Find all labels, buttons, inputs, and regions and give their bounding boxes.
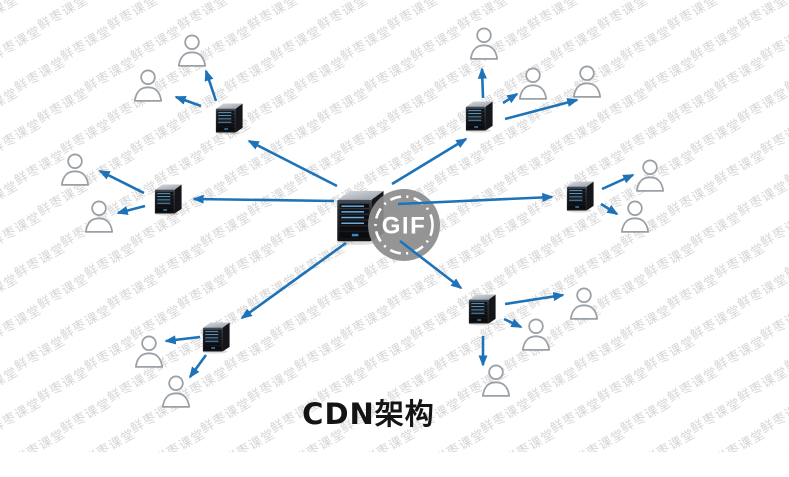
arrow-layer <box>98 67 635 379</box>
gif-badge-ring <box>374 195 434 255</box>
arrow-edge-bottom-left-to-user-6 <box>188 354 208 379</box>
arrow-origin-to-edge-top-left <box>247 139 338 188</box>
user-icon <box>177 34 207 67</box>
edge-server-icon <box>465 101 493 133</box>
arrow-edge-top-left-to-user-2 <box>174 95 202 108</box>
arrow-edge-left-to-user-3 <box>98 169 145 195</box>
user-icon <box>134 335 164 368</box>
user-icon <box>469 27 499 60</box>
user-icon <box>521 318 551 351</box>
user-icon <box>60 153 90 186</box>
user-icon <box>133 69 163 102</box>
user-icon <box>635 159 665 192</box>
edge-server-icon <box>215 103 243 135</box>
arrow-edge-bottom-right-to-user-13 <box>503 317 523 329</box>
gif-badge-label: GIF <box>382 213 427 240</box>
arrow-edge-right-to-user-11 <box>600 202 619 216</box>
arrow-origin-to-edge-right <box>397 192 554 206</box>
arrow-edge-top-right-to-user-7 <box>477 67 487 99</box>
arrow-edge-top-right-to-user-9 <box>504 98 579 121</box>
arrow-origin-to-edge-top-right <box>391 137 468 186</box>
arrow-origin-to-edge-bottom-left <box>240 241 347 320</box>
user-icon <box>161 375 191 408</box>
arrow-edge-bottom-right-to-user-12 <box>504 291 565 306</box>
edge-server-icon <box>154 184 182 216</box>
arrow-edge-left-to-user-4 <box>116 204 146 215</box>
user-icon <box>518 67 548 100</box>
gif-badge-circle <box>368 189 440 261</box>
user-icon <box>84 200 114 233</box>
arrow-origin-to-edge-left <box>192 194 335 204</box>
user-icon <box>481 364 511 397</box>
arrow-edge-right-to-user-10 <box>601 173 635 191</box>
arrow-edge-bottom-left-to-user-5 <box>164 335 201 345</box>
edge-server-icon <box>566 181 594 213</box>
arrow-edge-top-left-to-user-1 <box>204 69 218 102</box>
edge-server-icon <box>468 294 496 326</box>
edge-server-icon <box>202 322 230 354</box>
arrow-origin-to-edge-bottom-right <box>399 239 463 290</box>
node-layer <box>60 27 665 408</box>
diagram-title: CDN架构 <box>302 397 435 431</box>
arrow-edge-top-right-to-user-8 <box>502 92 519 105</box>
user-icon <box>572 65 602 98</box>
user-icon <box>569 287 599 320</box>
user-icon <box>620 200 650 233</box>
gif-badge[interactable]: GIF <box>368 189 440 261</box>
